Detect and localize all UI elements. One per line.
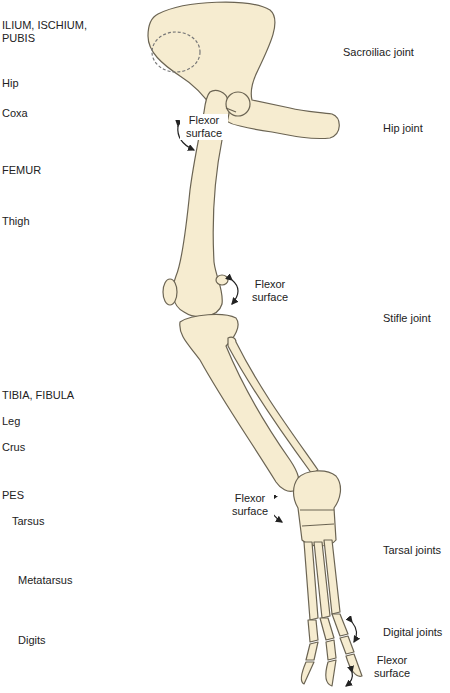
tibia-bone: [180, 315, 299, 492]
digit-bones: [306, 614, 354, 660]
joint-label: Stifle joint: [383, 312, 431, 325]
part-label: ILIUM, ISCHIUM, PUBIS: [2, 19, 94, 45]
region-label: Crus: [2, 441, 25, 454]
part-label: PES: [2, 489, 24, 502]
joint-label: Tarsal joints: [383, 544, 441, 557]
femur-bone: [173, 90, 230, 316]
flexor-label: Flexor surface: [246, 278, 294, 304]
part-label: FEMUR: [2, 164, 41, 177]
flexor-arrows: [178, 126, 357, 686]
part-label: TIBIA, FIBULA: [2, 389, 74, 402]
joint-label: Sacroiliac joint: [343, 46, 414, 59]
region-label: Metatarsus: [18, 574, 72, 587]
claws: [301, 654, 362, 686]
joint-label: Digital joints: [383, 626, 442, 639]
region-label: Digits: [18, 634, 46, 647]
region-label: Tarsus: [12, 515, 44, 528]
tarsal-bones: [294, 471, 341, 546]
flexor-label: Flexor surface: [226, 492, 274, 518]
region-label: Thigh: [2, 215, 30, 228]
flexor-label: Flexor surface: [180, 114, 228, 140]
pelvis-bone: [148, 2, 339, 138]
joint-label: Hip joint: [383, 122, 423, 135]
region-label: Leg: [2, 415, 20, 428]
metatarsal-bones: [304, 540, 340, 620]
region-label: Hip: [2, 77, 19, 90]
flexor-label: Flexor surface: [368, 654, 416, 680]
region-label: Coxa: [2, 107, 28, 120]
fibula-bone: [228, 337, 318, 474]
